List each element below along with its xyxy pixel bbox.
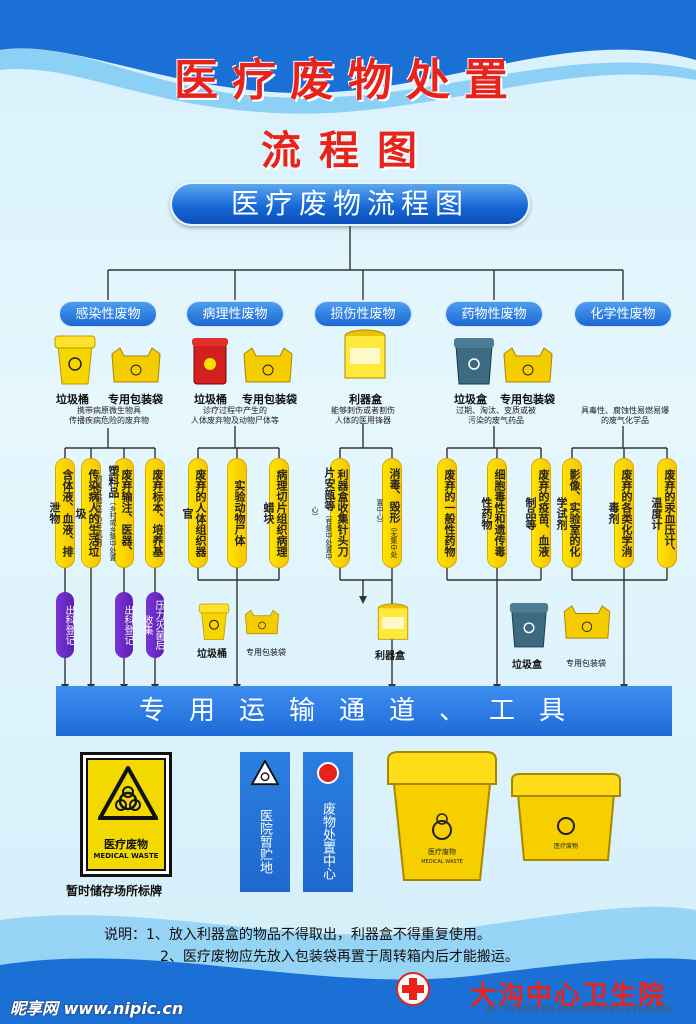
red-cross-icon [396,972,430,1006]
hospital-storage-box: 医院暂贮地 [240,752,290,892]
bin-label-en: MEDICAL WASTE [421,859,463,865]
yellow-bin-icon [54,335,96,385]
disposal-center-box: 废物处置中心 [303,752,353,892]
medical-waste-bin-icon: 医疗废物 MEDICAL WASTE [387,751,497,881]
biohazard-warning-icon [251,760,279,786]
waste-type-pill: 废弃输注、医器、塑料品（乡村或乡集中处置的属其他医疗卫生机构） [95,458,134,568]
category-description: 诊疗过程中产生的人体废弃物及动物尸体等 [191,406,279,425]
note-line-2: 2、医疗废物应先放入包装袋再置于周转箱内后才能搬运。 [160,949,519,965]
waste-bag-icon [243,347,293,383]
item-label: 垃圾桶 [197,649,227,660]
waste-type-pill: 传染病人的生活垃圾 [74,458,101,568]
category-description: 携带病原微生物具传播疾病危险的废弃物 [69,406,149,425]
category-description: 具毒性、腐蚀性易燃易爆的废气化学品 [581,406,669,425]
yellow-bin-icon [198,603,230,640]
registration-pill: 出科登记 [56,592,74,658]
box-label-cn: 医疗废物 [554,842,578,850]
category-damaging: 损伤性废物 [314,301,412,327]
waste-type-pill: 含体液、血液、排泄物 [48,458,75,568]
sterilization-pill: 压力灭菌后收集 [141,592,164,658]
waste-type-pill: 消毒、毁形（无集中处置中心） [376,458,402,568]
poster-subtitle: 流程图 [261,127,435,174]
category-pathological: 病理性废物 [186,301,284,327]
item-label: 垃圾桶 [56,393,89,406]
watermark-left: 昵享网 www.nipic.cn [10,999,184,1018]
sharps-box-icon [377,603,409,640]
red-bin-icon [192,338,228,385]
waste-type-pill: 利器盒收集针头刀片安瓿等（有集中处置中心） [311,458,350,568]
category-infectious: 感染性废物 [59,301,157,327]
medical-waste-sign: 医疗废物 MEDICAL WASTE [80,752,172,877]
waste-type-pill: 影像、实验室的化学试剂 [555,458,582,568]
waste-bag-icon [563,605,611,639]
waste-type-pill: 废弃的各类化学消毒剂 [607,458,634,568]
item-label: 专用包装袋 [246,648,286,657]
medical-waste-box-icon: 医疗废物 [511,773,621,861]
item-label: 垃圾桶 [194,393,227,406]
top-wave-decoration [0,0,696,114]
transport-channel-bar: 专用运输通道、工具 [56,686,672,736]
waste-type-pill: 病理切片组织病理蜡块 [262,458,289,568]
note-line-1: 说明：1、放入利器盒的物品不得取出，利器盒不得重复使用。 [104,927,491,943]
sign-text-en: MEDICAL WASTE [93,852,159,860]
bottom-wave-decoration [0,906,696,1024]
waste-type-pill: 废弃标本、培养基 [145,458,165,568]
waste-type-pill: 细胞毒性和遗传毒性药物 [480,458,507,568]
item-label: 专用包装袋 [566,659,606,668]
waste-type-pill: 废弃的一般性药物 [437,458,457,568]
item-label: 专用包装袋 [500,393,555,406]
disposal-center-icon [317,762,339,784]
poster-title: 医疗废物处置 [174,55,522,106]
waste-bag-icon [503,347,553,383]
item-label: 利器盒 [375,651,405,662]
grey-bin-icon [509,603,549,648]
category-chemical: 化学性废物 [574,301,672,327]
category-pharmaceutical: 药物性废物 [445,301,543,327]
waste-type-pill: 废弃的疫苗、血液制品等 [524,458,551,568]
sharps-box-icon [344,329,386,379]
category-description: 能够刺伤或者割伤人体的医用锋器 [331,406,395,425]
bin-label-cn: 医疗废物 [428,847,456,856]
registration-pill: 出科登记 [115,592,133,658]
biohazard-warning-icon [98,766,158,820]
waste-type-pill: 实验动物尸体 [227,458,247,568]
flowchart-banner: 医疗废物流程图 [170,182,530,226]
waste-type-pill: 废弃的汞血压计、温度计 [650,458,677,568]
hospital-name: 大沟中心卫生院 [469,981,666,1011]
item-label: 垃圾盒 [454,393,487,406]
waste-bag-icon [111,347,161,383]
waste-bag-icon [245,609,279,635]
sign-text-cn: 医疗废物 [104,838,148,851]
item-label: 专用包装袋 [108,393,163,406]
category-description: 过期、淘汰、变质或被污染的废气药品 [456,406,536,425]
item-label: 垃圾盒 [512,660,542,671]
item-label: 利器盒 [349,393,382,406]
waste-type-pill: 废弃的人体组织器官 [181,458,208,568]
watermark-right: ID:7733980 NO:20200925095727246066 [485,1005,672,1015]
grey-bin-icon [454,338,494,385]
item-label: 专用包装袋 [242,393,297,406]
sign-caption: 暂时储存场所标牌 [66,884,163,898]
